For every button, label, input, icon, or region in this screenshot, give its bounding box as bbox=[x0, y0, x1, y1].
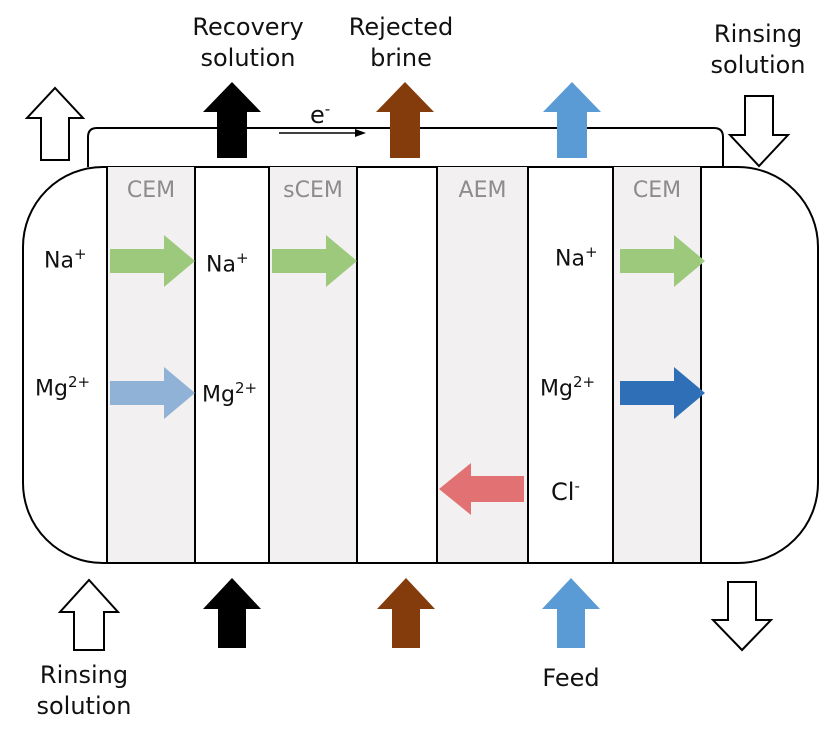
membrane-label-cem-1: CEM bbox=[126, 178, 176, 203]
mg-arrow-2 bbox=[620, 367, 705, 419]
ion-na-feed: Na+ bbox=[555, 243, 598, 271]
ion-symbol: Mg bbox=[202, 382, 235, 408]
brine-out-arrow bbox=[376, 82, 434, 158]
rejected-brine-label: Rejected brine bbox=[348, 13, 454, 72]
ion-charge: + bbox=[235, 249, 249, 267]
ion-na-recovery: Na+ bbox=[206, 249, 249, 277]
ion-symbol: Na bbox=[206, 252, 236, 278]
membrane-scem bbox=[269, 167, 357, 563]
mg-arrow-1 bbox=[110, 367, 195, 419]
feed-in-arrow bbox=[542, 578, 600, 648]
ion-charge: - bbox=[574, 477, 580, 495]
ion-mg-recovery: Mg2+ bbox=[202, 379, 257, 407]
ion-symbol: Mg bbox=[35, 376, 68, 402]
rinsing-in-left-arrow bbox=[57, 578, 121, 651]
electron-label: e- bbox=[310, 94, 330, 131]
ion-mg-feed: Mg2+ bbox=[540, 373, 595, 401]
brine-in-arrow bbox=[377, 578, 435, 648]
ion-symbol: Mg bbox=[540, 376, 573, 402]
recovery-solution-label: Recovery solution bbox=[192, 13, 304, 72]
ion-charge: + bbox=[584, 243, 598, 261]
na-arrow-2 bbox=[272, 235, 357, 287]
electron-symbol: e bbox=[310, 101, 325, 129]
recovery-out-arrow bbox=[203, 82, 261, 158]
ion-symbol: Cl bbox=[551, 478, 575, 506]
electron-arrowhead bbox=[355, 129, 366, 137]
ion-na-left: Na+ bbox=[44, 245, 87, 273]
ion-charge: 2+ bbox=[572, 373, 596, 391]
membrane-cem-1 bbox=[107, 167, 195, 563]
electron-charge: - bbox=[324, 100, 331, 118]
membrane-label-scem: sCEM bbox=[283, 178, 343, 203]
ion-charge: 2+ bbox=[234, 379, 258, 397]
feed-out-arrow bbox=[543, 82, 601, 158]
compartment-dividers bbox=[106, 167, 702, 563]
rinsing-out-right-arrow bbox=[710, 581, 774, 652]
na-arrow-3 bbox=[620, 235, 705, 287]
rinsing-in-right-arrow bbox=[727, 95, 791, 168]
ion-charge: + bbox=[73, 245, 87, 263]
recovery-in-arrow bbox=[203, 578, 261, 648]
rinsing-out-left-arrow bbox=[24, 86, 86, 161]
ion-cl-feed: Cl- bbox=[551, 477, 580, 506]
rinsing-solution-top-label: Rinsing solution bbox=[710, 20, 806, 79]
membrane-label-cem-2: CEM bbox=[632, 178, 682, 203]
cl-arrow bbox=[439, 463, 524, 515]
ion-symbol: Na bbox=[44, 248, 74, 274]
membrane-aem bbox=[437, 167, 528, 563]
na-arrow-1 bbox=[110, 235, 195, 287]
rinsing-solution-bottom-label: Rinsing solution bbox=[36, 661, 132, 720]
ion-symbol: Na bbox=[555, 246, 585, 272]
membrane-label-aem: AEM bbox=[458, 178, 507, 203]
ion-mg-left: Mg2+ bbox=[35, 373, 90, 401]
feed-label: Feed bbox=[542, 664, 600, 692]
membrane-cem-2 bbox=[613, 167, 701, 563]
ion-charge: 2+ bbox=[67, 373, 91, 391]
